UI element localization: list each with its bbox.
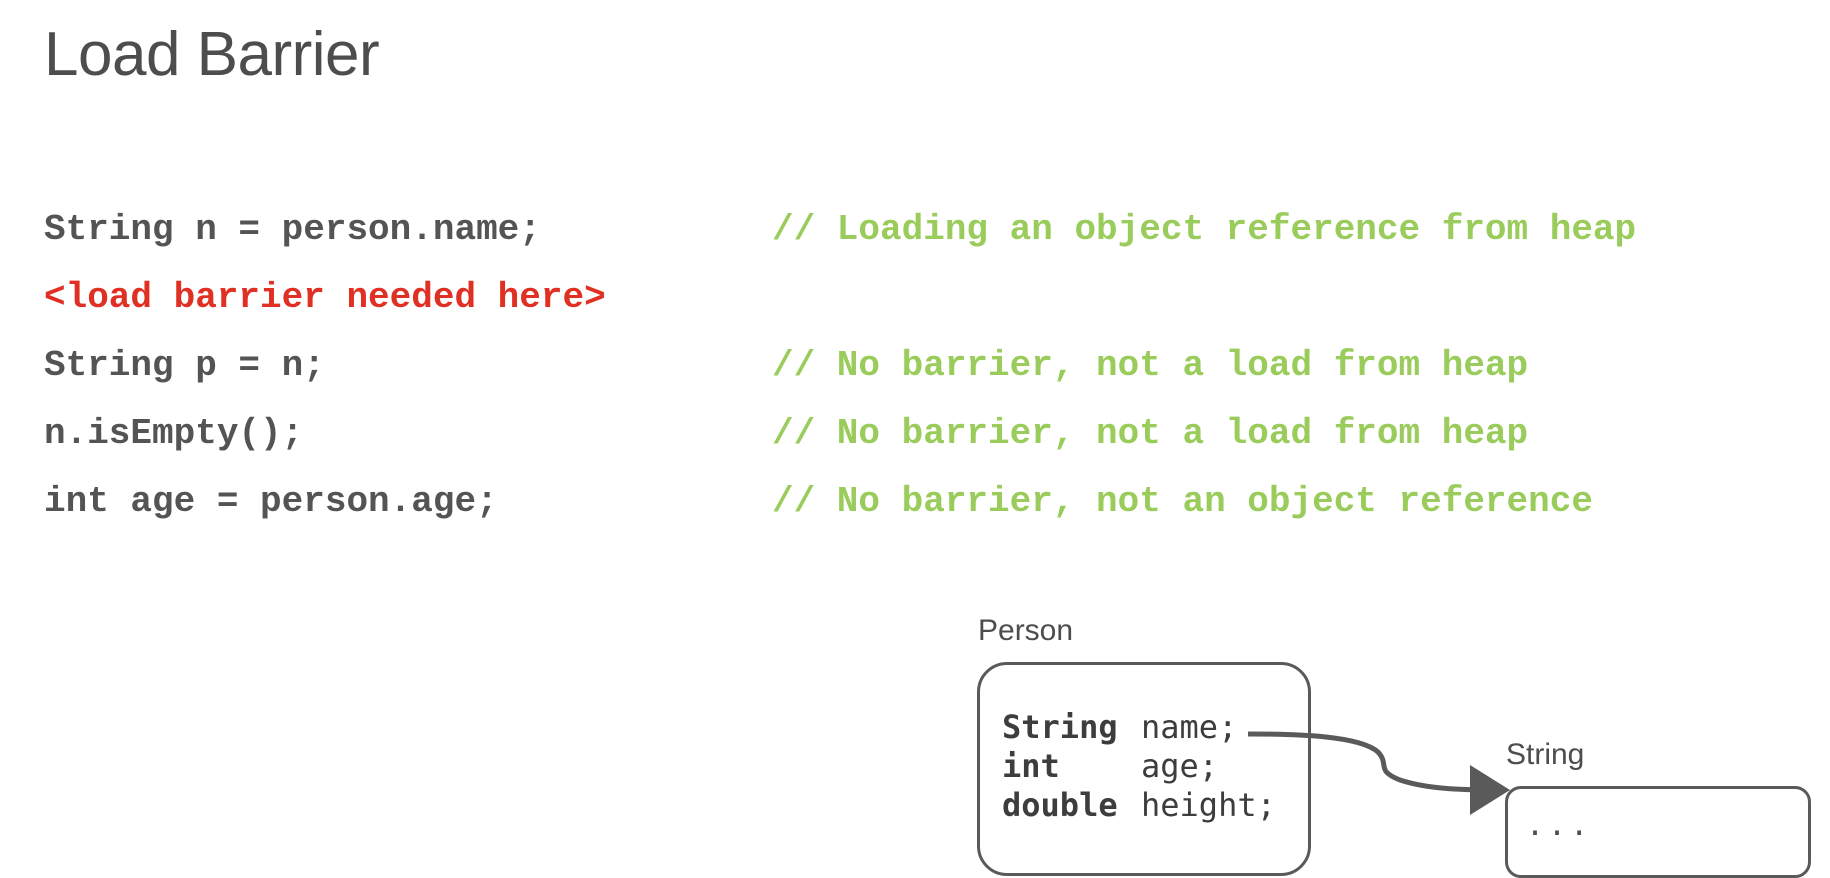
string-object-box — [1505, 786, 1811, 878]
load-barrier-marker: <load barrier needed here> — [44, 277, 606, 318]
person-field: String name; — [1002, 708, 1276, 747]
code-comment: // No barrier, not an object reference — [772, 481, 1593, 522]
field-name: name; — [1141, 708, 1238, 746]
code-statement: n.isEmpty(); — [44, 413, 304, 454]
person-object-label: Person — [978, 614, 1074, 647]
string-object-content: ... — [1526, 808, 1593, 843]
field-name: age; — [1141, 747, 1219, 785]
slide-title: Load Barrier — [44, 20, 380, 89]
code-line: String n = person.name; // Loading an ob… — [44, 196, 1636, 264]
code-comment: // Loading an object reference from heap — [772, 209, 1637, 250]
code-comment: // No barrier, not a load from heap — [772, 413, 1529, 454]
code-line: String p = n; // No barrier, not a load … — [44, 332, 1528, 400]
person-fields: String name; int age; double height; — [1002, 708, 1276, 825]
code-block: String n = person.name; // Loading an ob… — [44, 196, 1636, 536]
code-statement: String n = person.name; — [44, 209, 541, 250]
code-line: <load barrier needed here> — [44, 264, 606, 332]
code-statement: int age = person.age; — [44, 481, 498, 522]
field-type: String — [1002, 708, 1118, 746]
person-field: double height; — [1002, 786, 1276, 825]
string-object-label: String — [1506, 738, 1585, 771]
code-line: int age = person.age; // No barrier, not… — [44, 468, 1593, 536]
code-statement: String p = n; — [44, 345, 325, 386]
field-type: double — [1002, 786, 1118, 824]
person-field: int age; — [1002, 747, 1276, 786]
code-comment: // No barrier, not a load from heap — [772, 345, 1529, 386]
field-type: int — [1002, 747, 1060, 785]
code-line: n.isEmpty(); // No barrier, not a load f… — [44, 400, 1528, 468]
field-name: height; — [1141, 786, 1276, 824]
